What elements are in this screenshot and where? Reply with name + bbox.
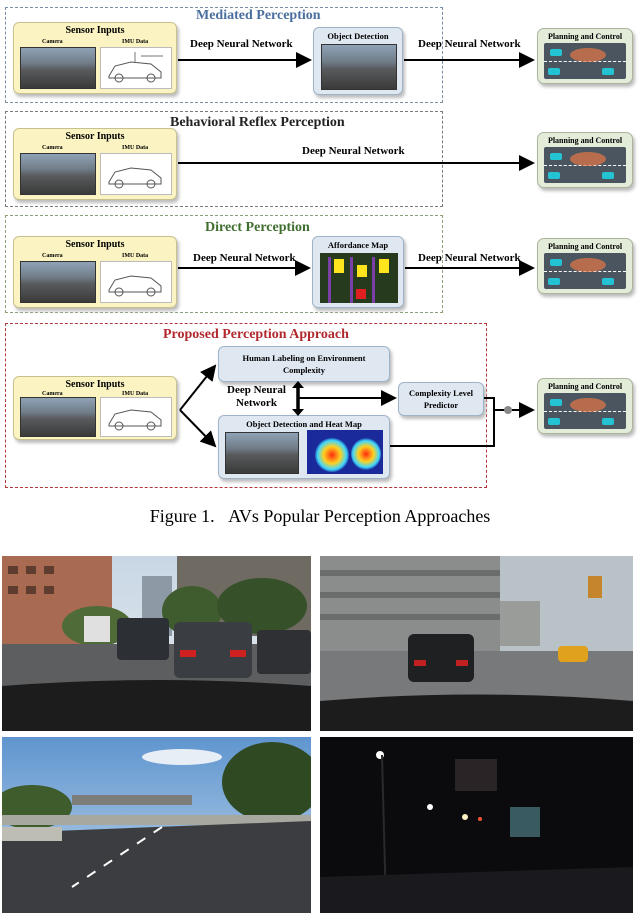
photo-night-road [320, 737, 633, 913]
caption-label: Figure 1. [150, 506, 215, 526]
connector-arrows [0, 0, 640, 500]
photo-parking-garage [320, 556, 633, 731]
figure-caption: Figure 1. AVs Popular Perception Approac… [0, 506, 640, 527]
photo-highway-overpass [2, 737, 311, 913]
predictor-to-junction [484, 398, 506, 410]
heatmap-to-junction [390, 410, 494, 446]
photo-daytime-city [2, 556, 311, 731]
arrow-to-od-heatmap [180, 410, 215, 446]
junction-node [504, 406, 512, 414]
arrow-to-human-labeling [180, 366, 215, 410]
caption-text: AVs Popular Perception Approaches [228, 506, 490, 526]
